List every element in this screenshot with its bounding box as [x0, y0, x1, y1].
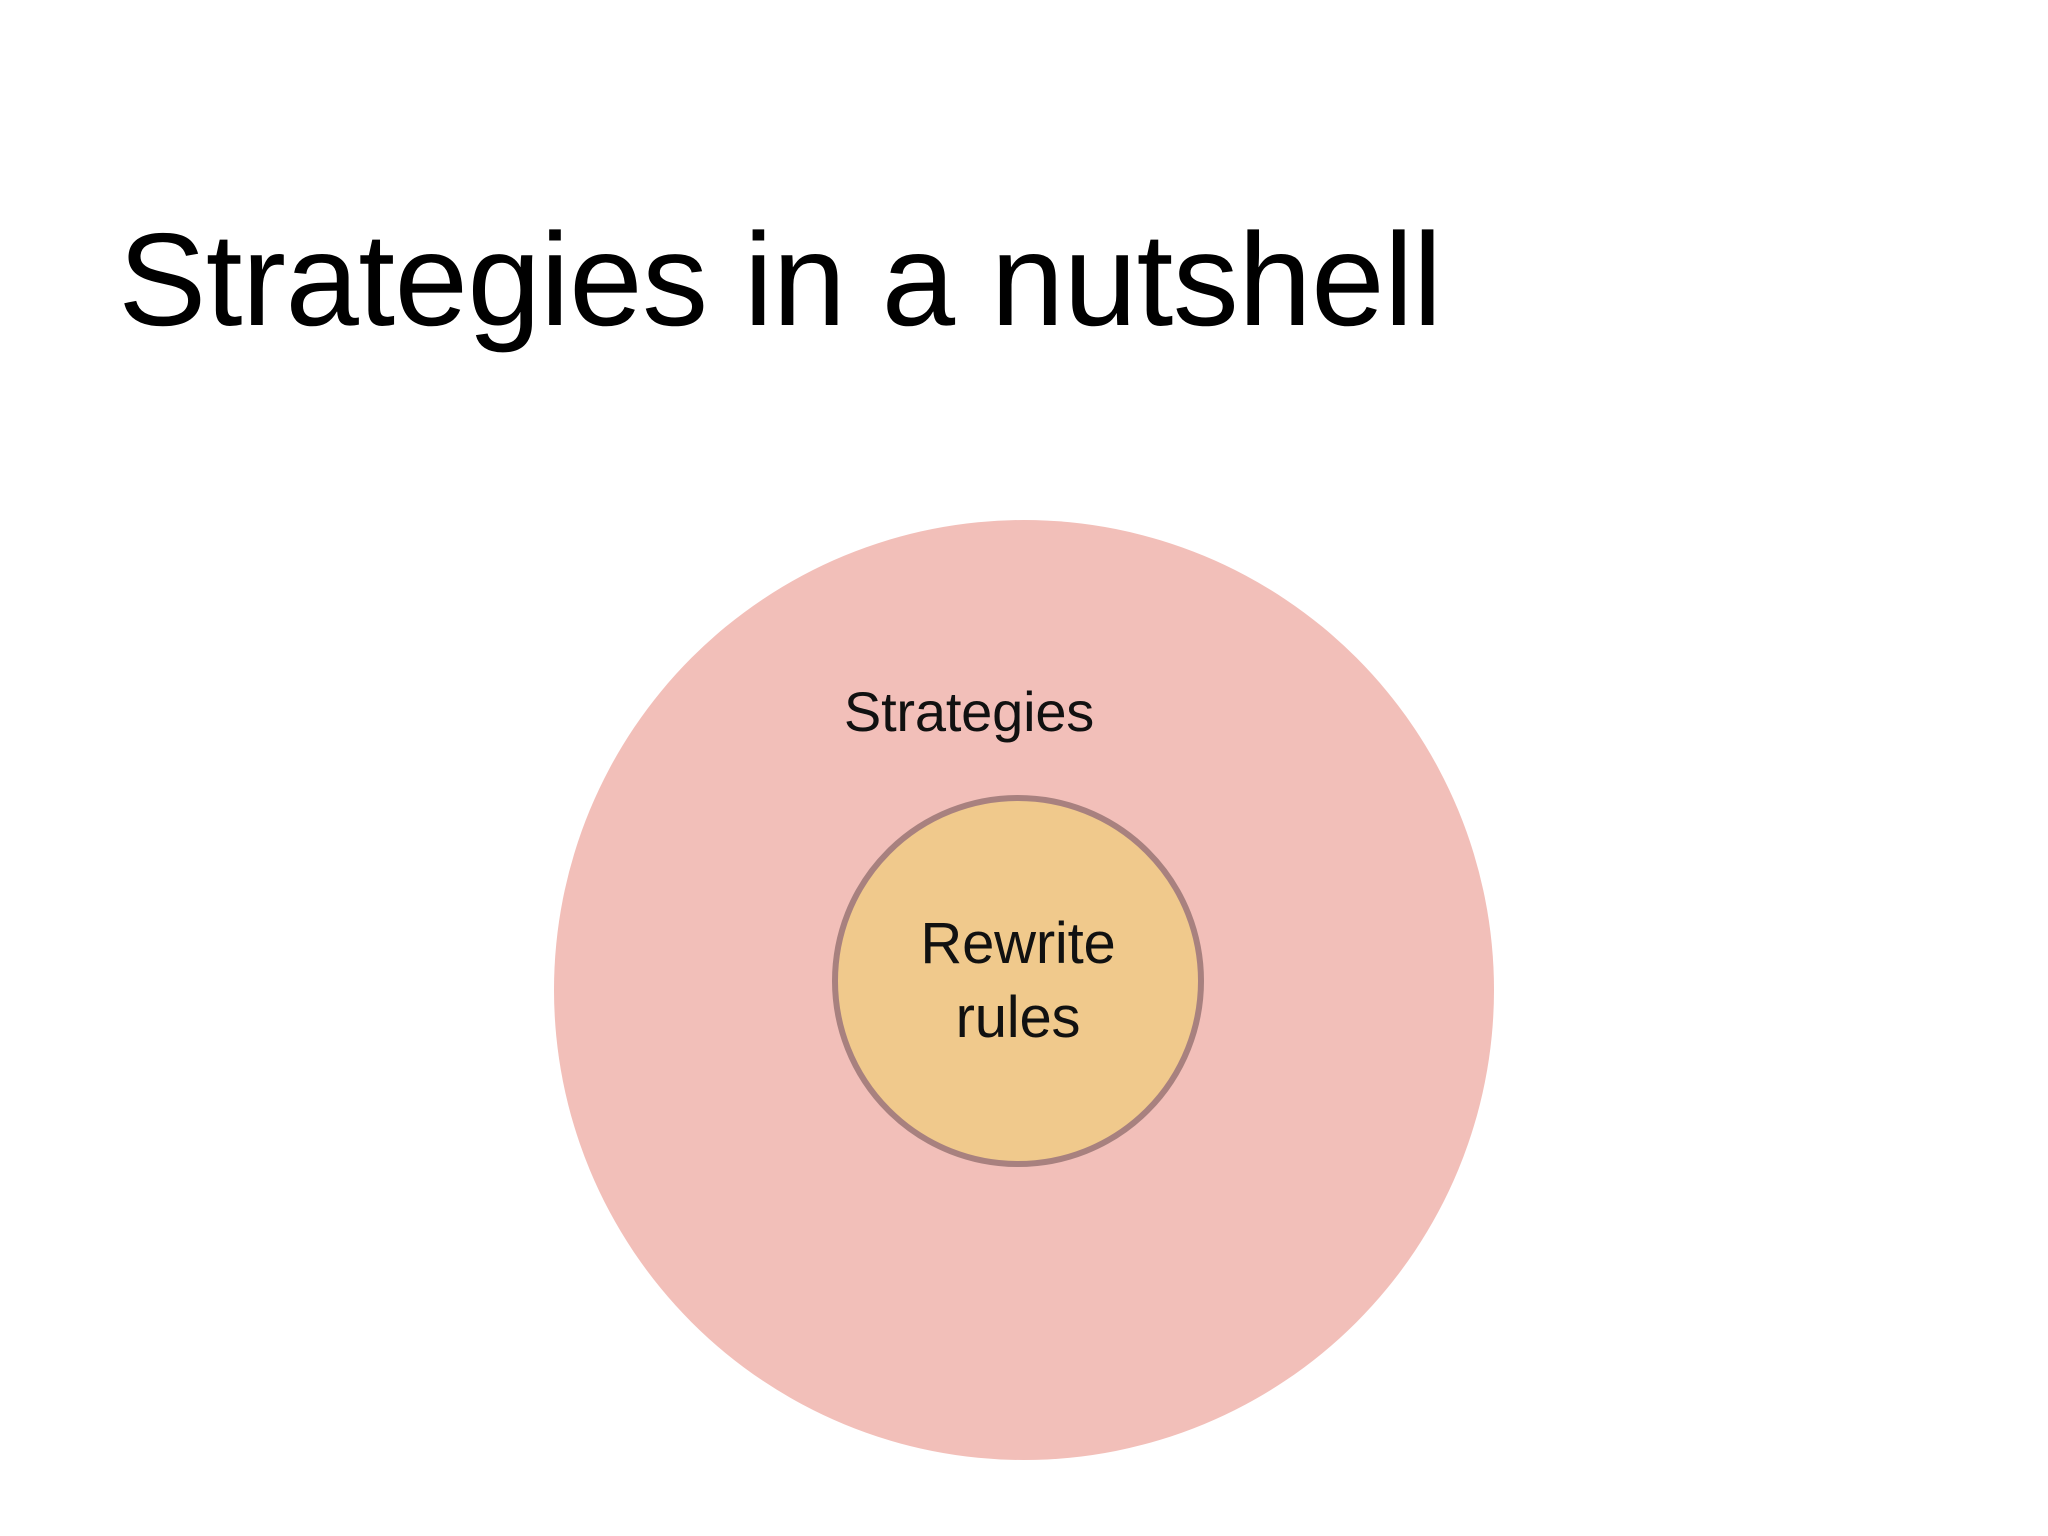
inner-circle-label: Rewrite rules — [920, 907, 1115, 1055]
nested-circles-diagram: Strategies Rewrite rules — [554, 520, 1494, 1460]
inner-circle-rewrite-rules: Rewrite rules — [832, 795, 1204, 1167]
outer-circle-strategies: Strategies Rewrite rules — [554, 520, 1494, 1460]
inner-circle-label-line-2: rules — [955, 985, 1081, 1050]
page-title: Strategies in a nutshell — [118, 206, 1442, 354]
inner-circle-label-line-1: Rewrite — [920, 910, 1116, 976]
outer-circle-label: Strategies — [554, 680, 1494, 744]
outer-circle-label-text: Strategies — [843, 680, 1095, 743]
